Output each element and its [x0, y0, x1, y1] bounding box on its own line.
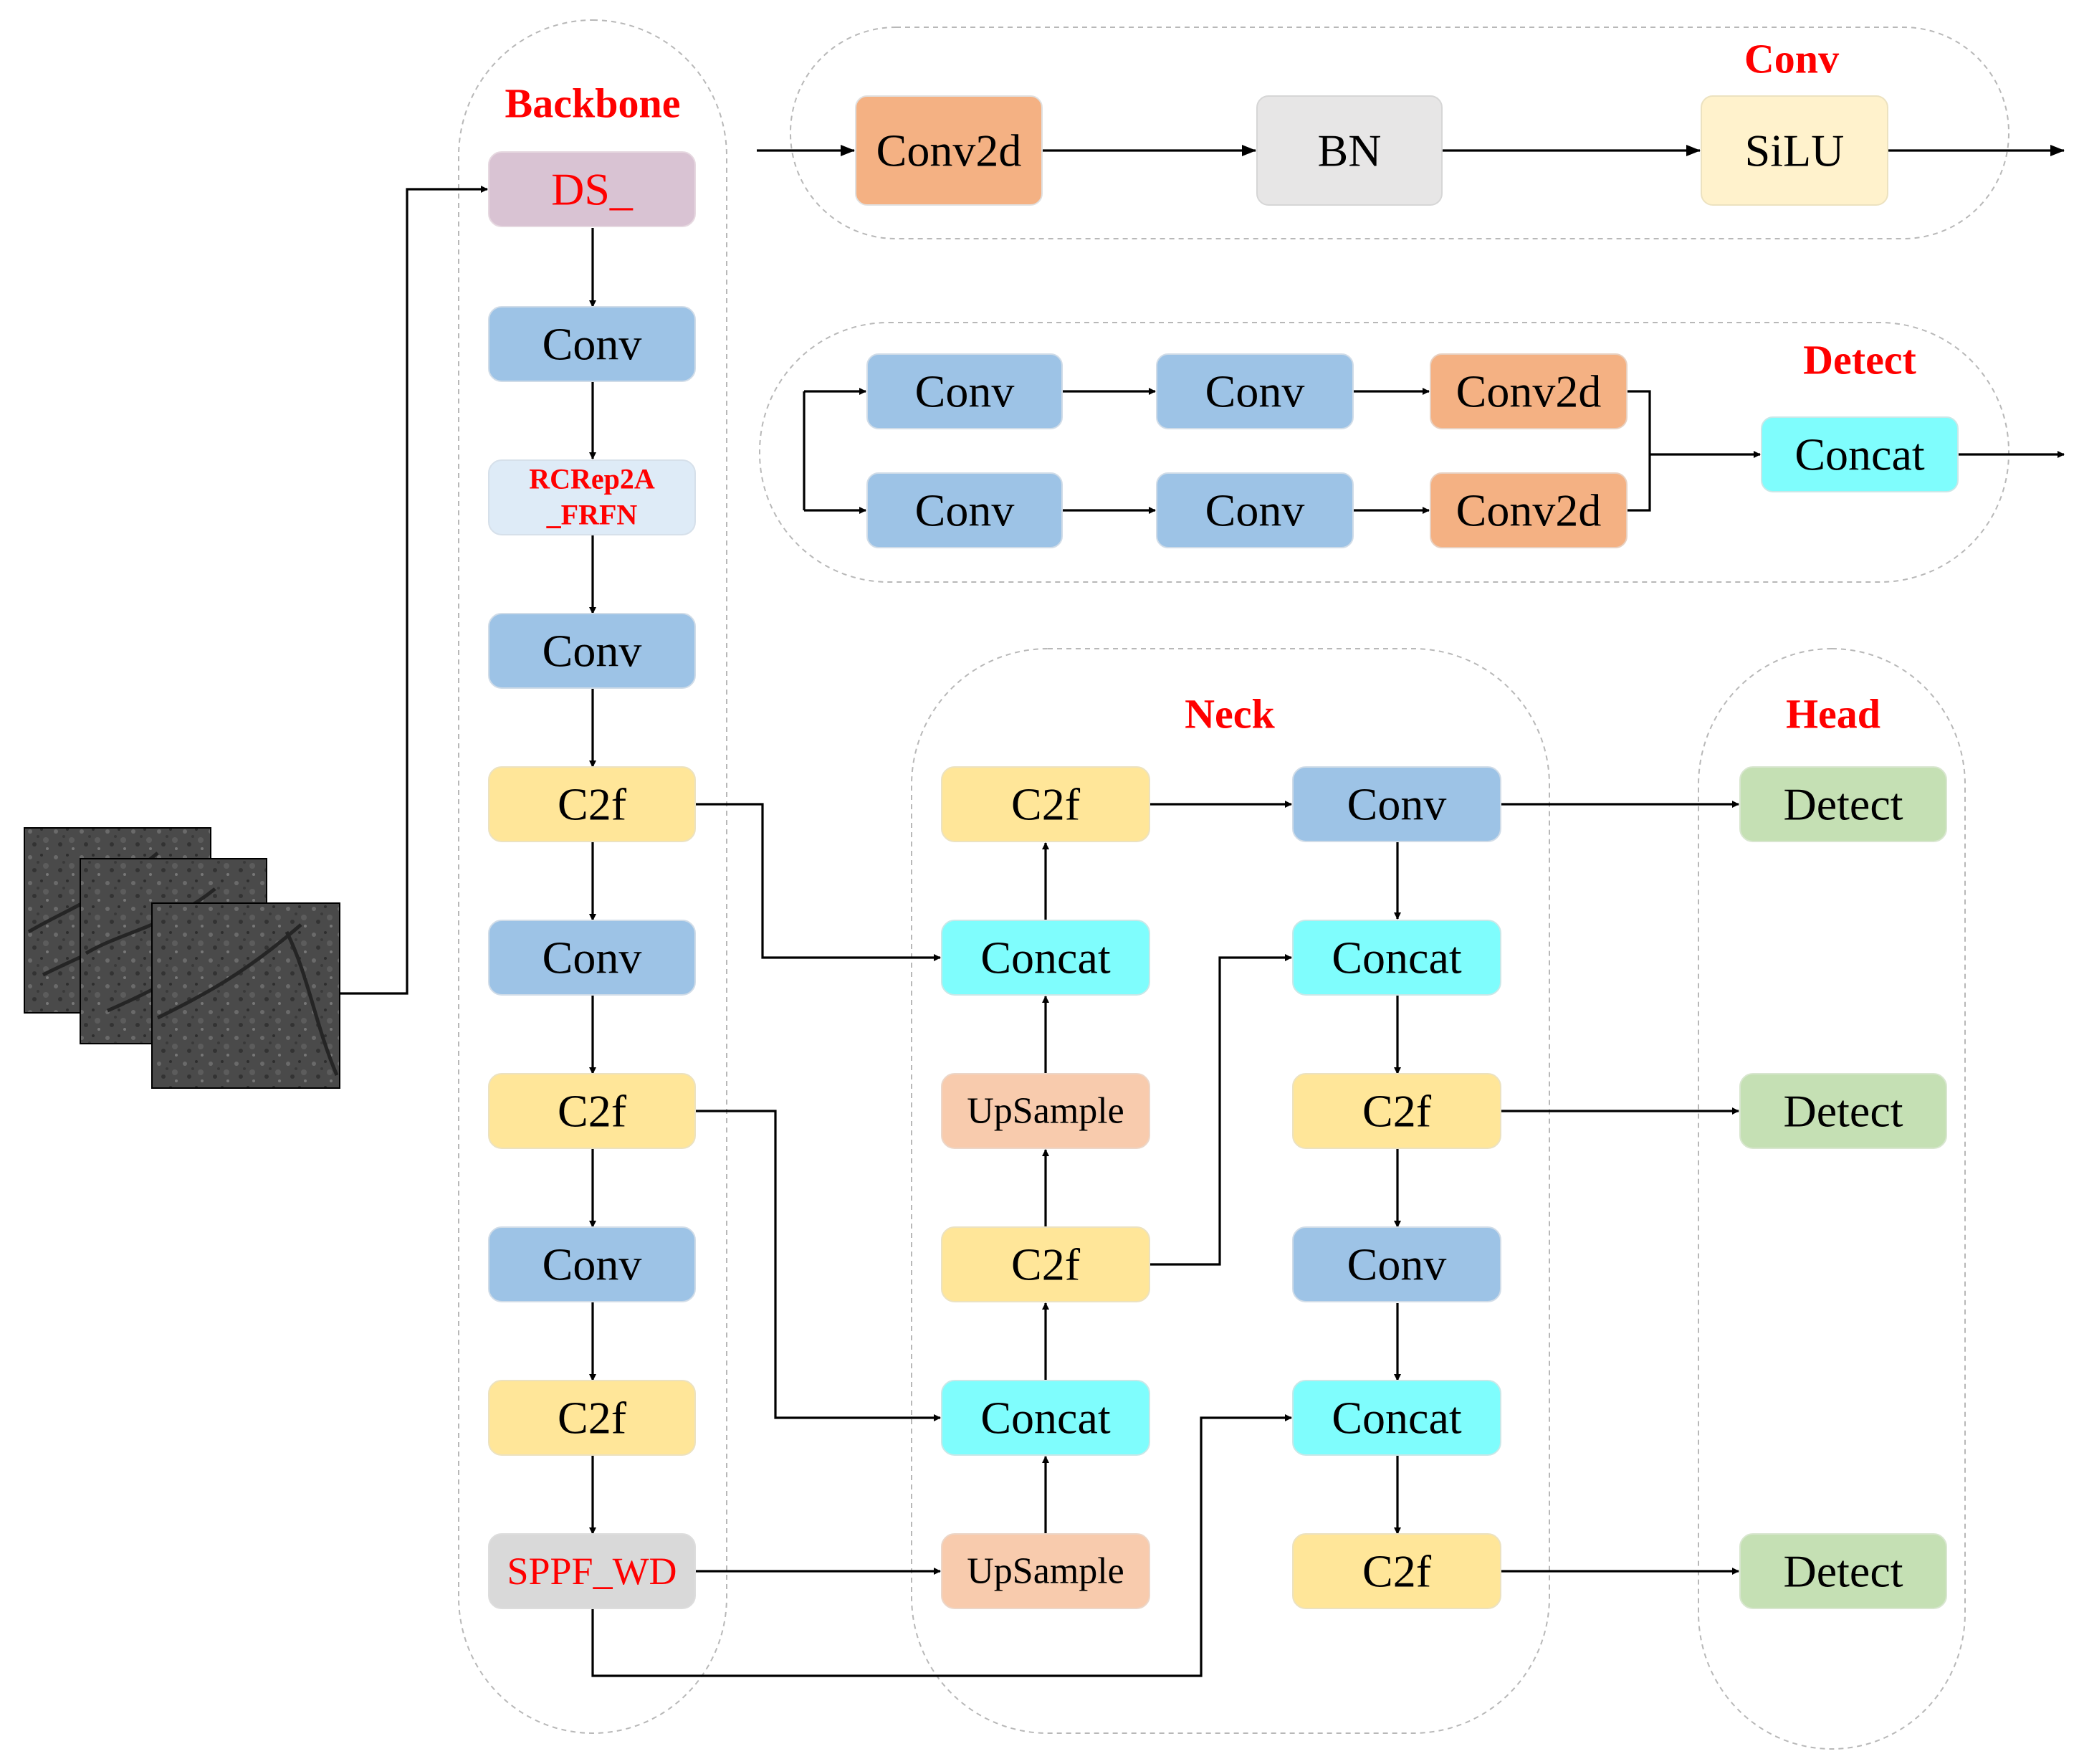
node-head-detect3: Detect [1739, 1533, 1947, 1609]
input-image-stack [24, 827, 340, 1089]
node-det-conv2d-b-label: Conv2d [1456, 485, 1602, 536]
node-conv1: Conv [488, 306, 696, 382]
conv-module-title: Conv [1744, 36, 1839, 82]
node-head-detect1: Detect [1739, 766, 1947, 842]
node-head-detect1-label: Detect [1784, 779, 1903, 830]
node-det-conv2d-a-label: Conv2d [1456, 366, 1602, 417]
neck-region [911, 648, 1550, 1734]
node-ds: DS_ [488, 151, 696, 227]
node-neck-conv-r-label: Conv [1347, 1239, 1447, 1290]
edge-conv2da-merge [1627, 390, 1651, 512]
node-det-conv-b2-label: Conv [1205, 485, 1305, 536]
node-neck-concat3: Concat [1292, 920, 1501, 996]
edge-c2f1-concat1 [695, 803, 941, 961]
node-silu: SiLU [1701, 95, 1888, 206]
node-neck-c2f-top: C2f [941, 766, 1150, 842]
node-neck-upsample1: UpSample [941, 1073, 1150, 1149]
node-det-conv-b1-label: Conv [915, 485, 1015, 536]
edge-c2fmid-concat3 [1150, 954, 1292, 1266]
node-neck-c2f-mid-label: C2f [1011, 1239, 1081, 1290]
node-c2f2-label: C2f [558, 1086, 627, 1137]
node-c2f3-label: C2f [558, 1393, 627, 1444]
head-title: Head [1786, 691, 1880, 738]
node-rcrep-label-line2: _FRFN [546, 499, 638, 531]
node-c2f2: C2f [488, 1073, 696, 1149]
node-bn: BN [1256, 95, 1443, 206]
node-neck-upsample2-label: UpSample [967, 1551, 1124, 1592]
node-rcrep-label-line1: RCRep2A [529, 463, 655, 495]
node-neck-conv-top-label: Conv [1347, 779, 1447, 830]
node-det-conv-a1-label: Conv [915, 366, 1015, 417]
node-neck-concat1: Concat [941, 920, 1150, 996]
node-neck-concat4: Concat [1292, 1380, 1501, 1456]
node-det-conv-b2: Conv [1156, 472, 1354, 548]
node-conv4-label: Conv [543, 1239, 642, 1290]
head-region [1698, 648, 1966, 1750]
node-det-conv2d-b: Conv2d [1430, 472, 1628, 548]
node-sppf-wd: SPPF_WD [488, 1533, 696, 1609]
node-det-conv-a2-label: Conv [1205, 366, 1305, 417]
node-head-detect2: Detect [1739, 1073, 1947, 1149]
node-neck-concat4-label: Concat [1332, 1393, 1462, 1444]
node-det-concat: Concat [1761, 416, 1959, 492]
node-conv2d-label: Conv2d [876, 125, 1022, 176]
node-neck-c2f-r1-label: C2f [1362, 1086, 1432, 1137]
node-neck-conv-r: Conv [1292, 1226, 1501, 1302]
node-neck-c2f-top-label: C2f [1011, 779, 1081, 830]
detect-module-title: Detect [1803, 337, 1916, 383]
node-det-conv2d-a: Conv2d [1430, 353, 1628, 429]
edges [340, 145, 2065, 1677]
node-det-conv-a2: Conv [1156, 353, 1354, 429]
node-silu-label: SiLU [1745, 125, 1845, 176]
node-conv2d: Conv2d [855, 95, 1043, 206]
node-neck-concat2-label: Concat [980, 1393, 1111, 1444]
node-neck-concat1-label: Concat [980, 933, 1111, 983]
node-conv2: Conv [488, 613, 696, 689]
node-det-concat-label: Concat [1794, 429, 1925, 480]
node-head-detect2-label: Detect [1784, 1086, 1903, 1137]
edge-c2f2-concat2 [695, 1110, 941, 1421]
node-conv2-label: Conv [543, 626, 642, 677]
node-neck-conv-top: Conv [1292, 766, 1501, 842]
node-neck-upsample2: UpSample [941, 1533, 1150, 1609]
node-neck-concat3-label: Concat [1332, 933, 1462, 983]
node-conv3-label: Conv [543, 933, 642, 983]
node-head-detect3-label: Detect [1784, 1546, 1903, 1597]
node-neck-upsample1-label: UpSample [967, 1091, 1124, 1132]
backbone-title: Backbone [505, 80, 681, 127]
edge-input-ds [340, 186, 488, 995]
node-bn-label: BN [1318, 125, 1382, 176]
node-c2f1-label: C2f [558, 779, 627, 830]
neck-title: Neck [1185, 691, 1275, 738]
node-conv1-label: Conv [543, 319, 642, 370]
node-conv4: Conv [488, 1226, 696, 1302]
node-sppf-label: SPPF_WD [507, 1550, 677, 1593]
backbone-region [458, 19, 727, 1734]
edge-sppf-concat4 [591, 1414, 1292, 1677]
node-c2f1: C2f [488, 766, 696, 842]
node-neck-c2f-r2-label: C2f [1362, 1546, 1432, 1597]
conv-module-region [790, 27, 2009, 239]
node-conv3: Conv [488, 920, 696, 996]
detect-module-region [759, 322, 2009, 583]
node-det-conv-a1: Conv [866, 353, 1063, 429]
node-neck-c2f-r1: C2f [1292, 1073, 1501, 1149]
node-det-conv-b1: Conv [866, 472, 1063, 548]
node-neck-c2f-r2: C2f [1292, 1533, 1501, 1609]
node-neck-c2f-mid: C2f [941, 1226, 1150, 1302]
node-rcrep2a-frfn: RCRep2A _FRFN [488, 459, 696, 535]
node-ds-label: DS_ [551, 164, 634, 215]
node-neck-concat2: Concat [941, 1380, 1150, 1456]
node-c2f3: C2f [488, 1380, 696, 1456]
